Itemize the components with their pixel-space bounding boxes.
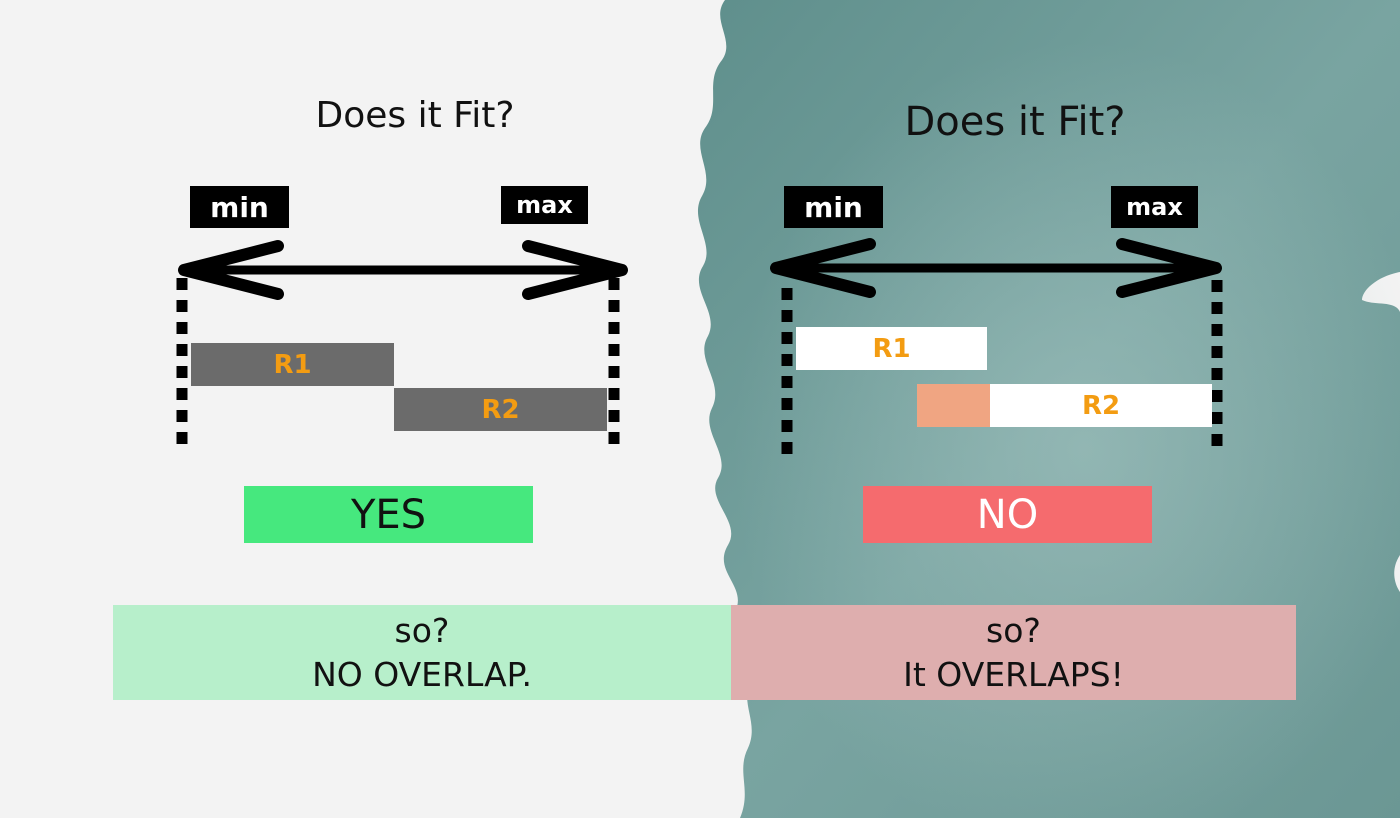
right-summary-line2: It OVERLAPS! [903, 654, 1124, 694]
left-min-label: min [190, 186, 289, 228]
right-summary-line1: so? [986, 610, 1041, 650]
left-max-label: max [501, 186, 588, 224]
no-badge: NO [863, 486, 1152, 543]
left-range-r1: R1 [191, 343, 394, 386]
right-range-axis [770, 238, 1223, 462]
right-arrowhead-max [1116, 238, 1222, 298]
right-arrowhead-min [770, 238, 876, 298]
right-title: Does it Fit? [904, 99, 1126, 145]
left-range-axis [176, 240, 628, 452]
overlap-highlight [917, 384, 990, 427]
left-summary-line2: NO OVERLAP. [312, 654, 532, 694]
right-max-label: max [1111, 186, 1198, 228]
left-summary-box: so? NO OVERLAP. [113, 605, 731, 700]
right-range-r2: R2 [990, 384, 1212, 427]
right-summary-box: so? It OVERLAPS! [731, 605, 1296, 700]
left-range-r2: R2 [394, 388, 607, 431]
right-min-label: min [784, 186, 883, 228]
left-arrowhead-max [522, 240, 628, 300]
yes-badge: YES [244, 486, 533, 543]
right-range-r1: R1 [796, 327, 987, 370]
left-summary-line1: so? [394, 610, 450, 650]
left-arrowhead-min [178, 240, 284, 300]
left-title: Does it Fit? [315, 95, 515, 136]
